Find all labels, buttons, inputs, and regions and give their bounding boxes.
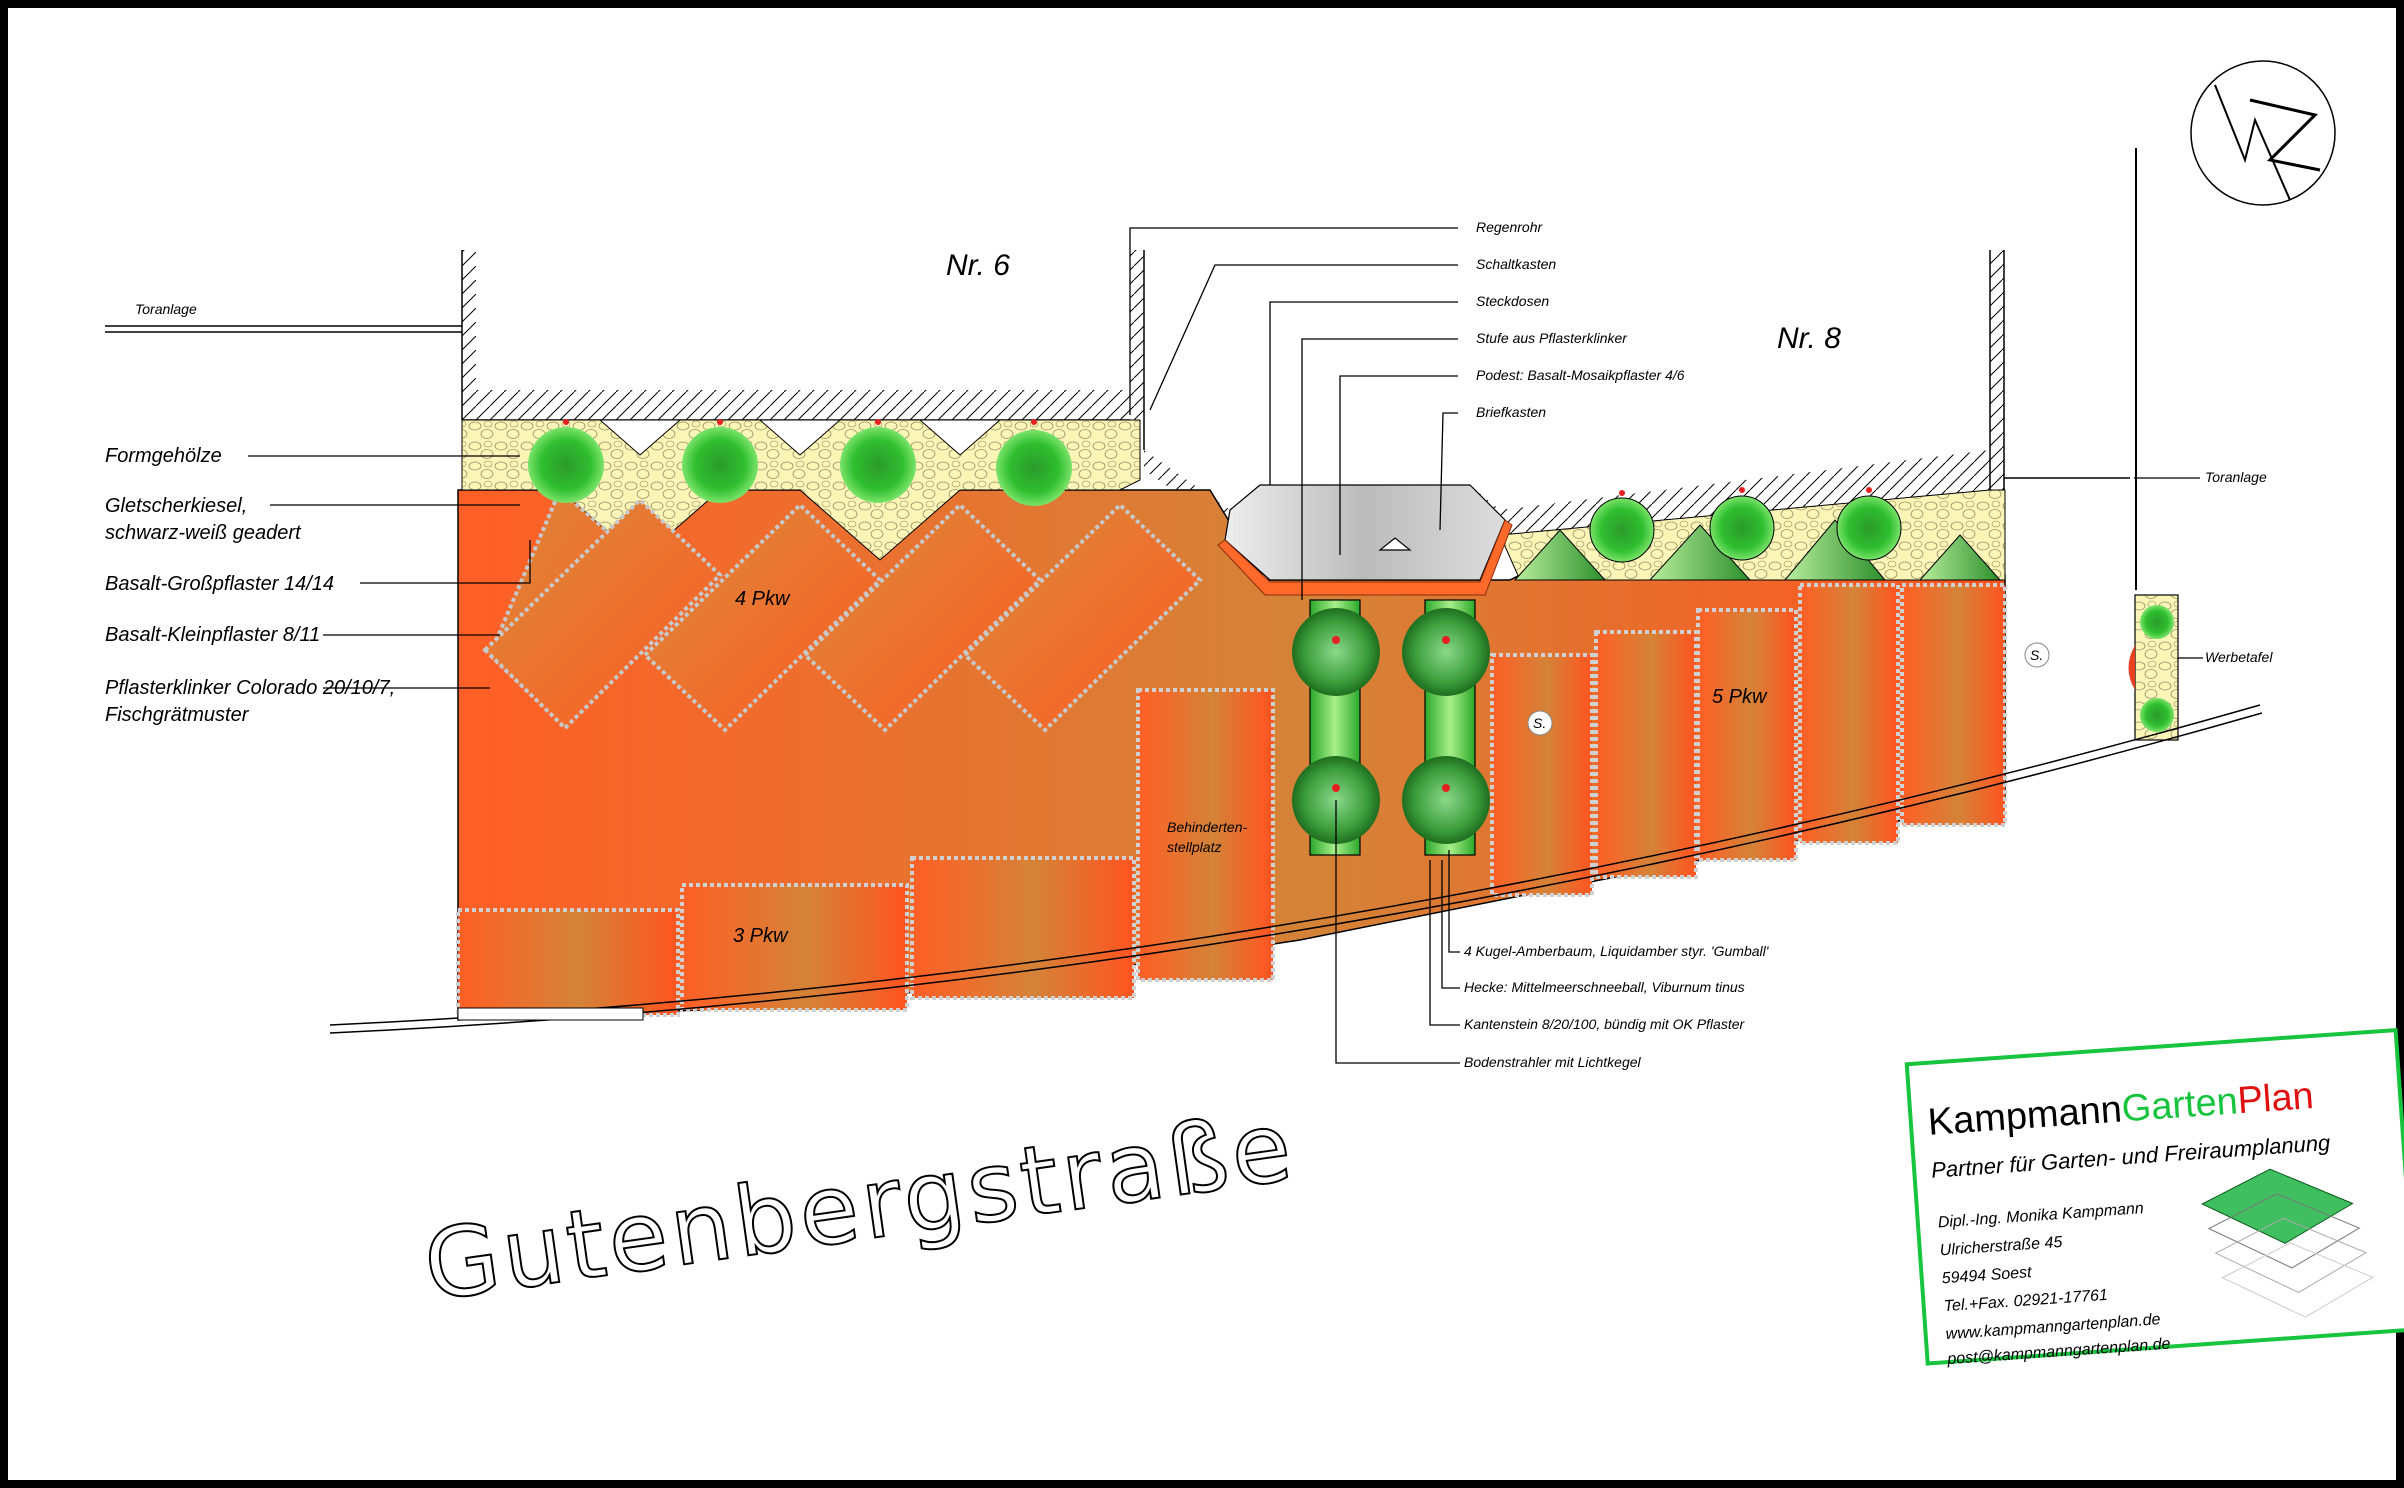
label-kantenstein: Kantenstein 8/20/100, bündig mit OK Pfla… [1464, 1016, 1746, 1032]
label-kleinpflaster: Basalt-Kleinpflaster 8/11 [105, 624, 320, 646]
label-toranlage-right: Toranlage [2205, 469, 2267, 485]
north-arrow-icon [2190, 60, 2336, 206]
letterbox [1378, 537, 1412, 551]
label-podest: Podest: Basalt-Mosaikpflaster 4/6 [1476, 367, 1685, 383]
label-bodenstrahler: Bodenstrahler mit Lichtkegel [1464, 1054, 1642, 1070]
street-curb [329, 704, 2261, 1026]
leader-lines-top [1129, 227, 1458, 600]
company-card: KampmannGartenPlan Partner für Garten- u… [1904, 1027, 2404, 1368]
house-number-8: Nr. 8 [1777, 322, 1841, 355]
label-stufe: Stufe aus Pflasterklinker [1476, 330, 1628, 346]
address-line-3: 59494 Soest [1941, 1264, 2032, 1287]
legend-left: Formgehölze Gletscherkiesel, schwarz-wei… [105, 445, 395, 726]
label-3-pkw: 3 Pkw [733, 925, 789, 947]
curb-segment [457, 1007, 644, 1021]
label-grosspflaster: Basalt-Großpflaster 14/14 [105, 573, 334, 595]
podest-mosaic [1224, 484, 1506, 581]
label-gletscherkiesel-2: schwarz-weiß geadert [105, 522, 302, 544]
label-behinderten-2: stellplatz [1167, 839, 1221, 855]
shaft-markers: S. S. [1527, 642, 2050, 736]
label-hecke: Hecke: Mittelmeerschneeball, Viburnum ti… [1464, 979, 1745, 995]
label-pflasterklinker-1: Pflasterklinker Colorado 20/10/7, [105, 677, 395, 699]
label-toranlage-left: Toranlage [135, 301, 197, 317]
label-4-pkw: 4 Pkw [735, 588, 791, 610]
label-werbetafel: Werbetafel [2205, 649, 2273, 665]
label-behinderten-1: Behinderten- [1167, 819, 1248, 835]
label-briefkasten: Briefkasten [1476, 404, 1546, 420]
label-formgehoelze: Formgehölze [105, 445, 222, 467]
wall-zigzags [598, 419, 1002, 456]
label-s-2: S. [2030, 647, 2043, 663]
label-5-pkw: 5 Pkw [1712, 686, 1768, 708]
leader-lines-bottom [1335, 800, 1460, 1064]
label-schaltkasten: Schaltkasten [1476, 256, 1556, 272]
parking-stalls [456, 583, 2007, 1017]
label-steckdosen: Steckdosen [1476, 293, 1549, 309]
step-clinker [1217, 519, 1513, 596]
diamond-parking-4pkw [482, 486, 1203, 733]
company-logo-icon [2201, 1168, 2374, 1318]
label-s-1: S. [1533, 715, 1546, 731]
legend-bottom: 4 Kugel-Amberbaum, Liquidamber styr. 'Gu… [1464, 943, 1770, 1070]
green-triangles [1513, 519, 2002, 581]
leader-lines-left [248, 455, 531, 689]
trees [528, 419, 1902, 844]
label-gletscherkiesel-1: Gletscherkiesel, [105, 495, 247, 517]
house-number-6: Nr. 6 [946, 249, 1010, 282]
label-regenrohr: Regenrohr [1476, 219, 1543, 235]
label-pflasterklinker-2: Fischgrätmuster [105, 704, 250, 726]
advertising-board [2128, 594, 2179, 741]
legend-top: Regenrohr Schaltkasten Steckdosen Stufe … [1476, 219, 1685, 420]
label-amberbaum: 4 Kugel-Amberbaum, Liquidamber styr. 'Gu… [1464, 943, 1770, 959]
